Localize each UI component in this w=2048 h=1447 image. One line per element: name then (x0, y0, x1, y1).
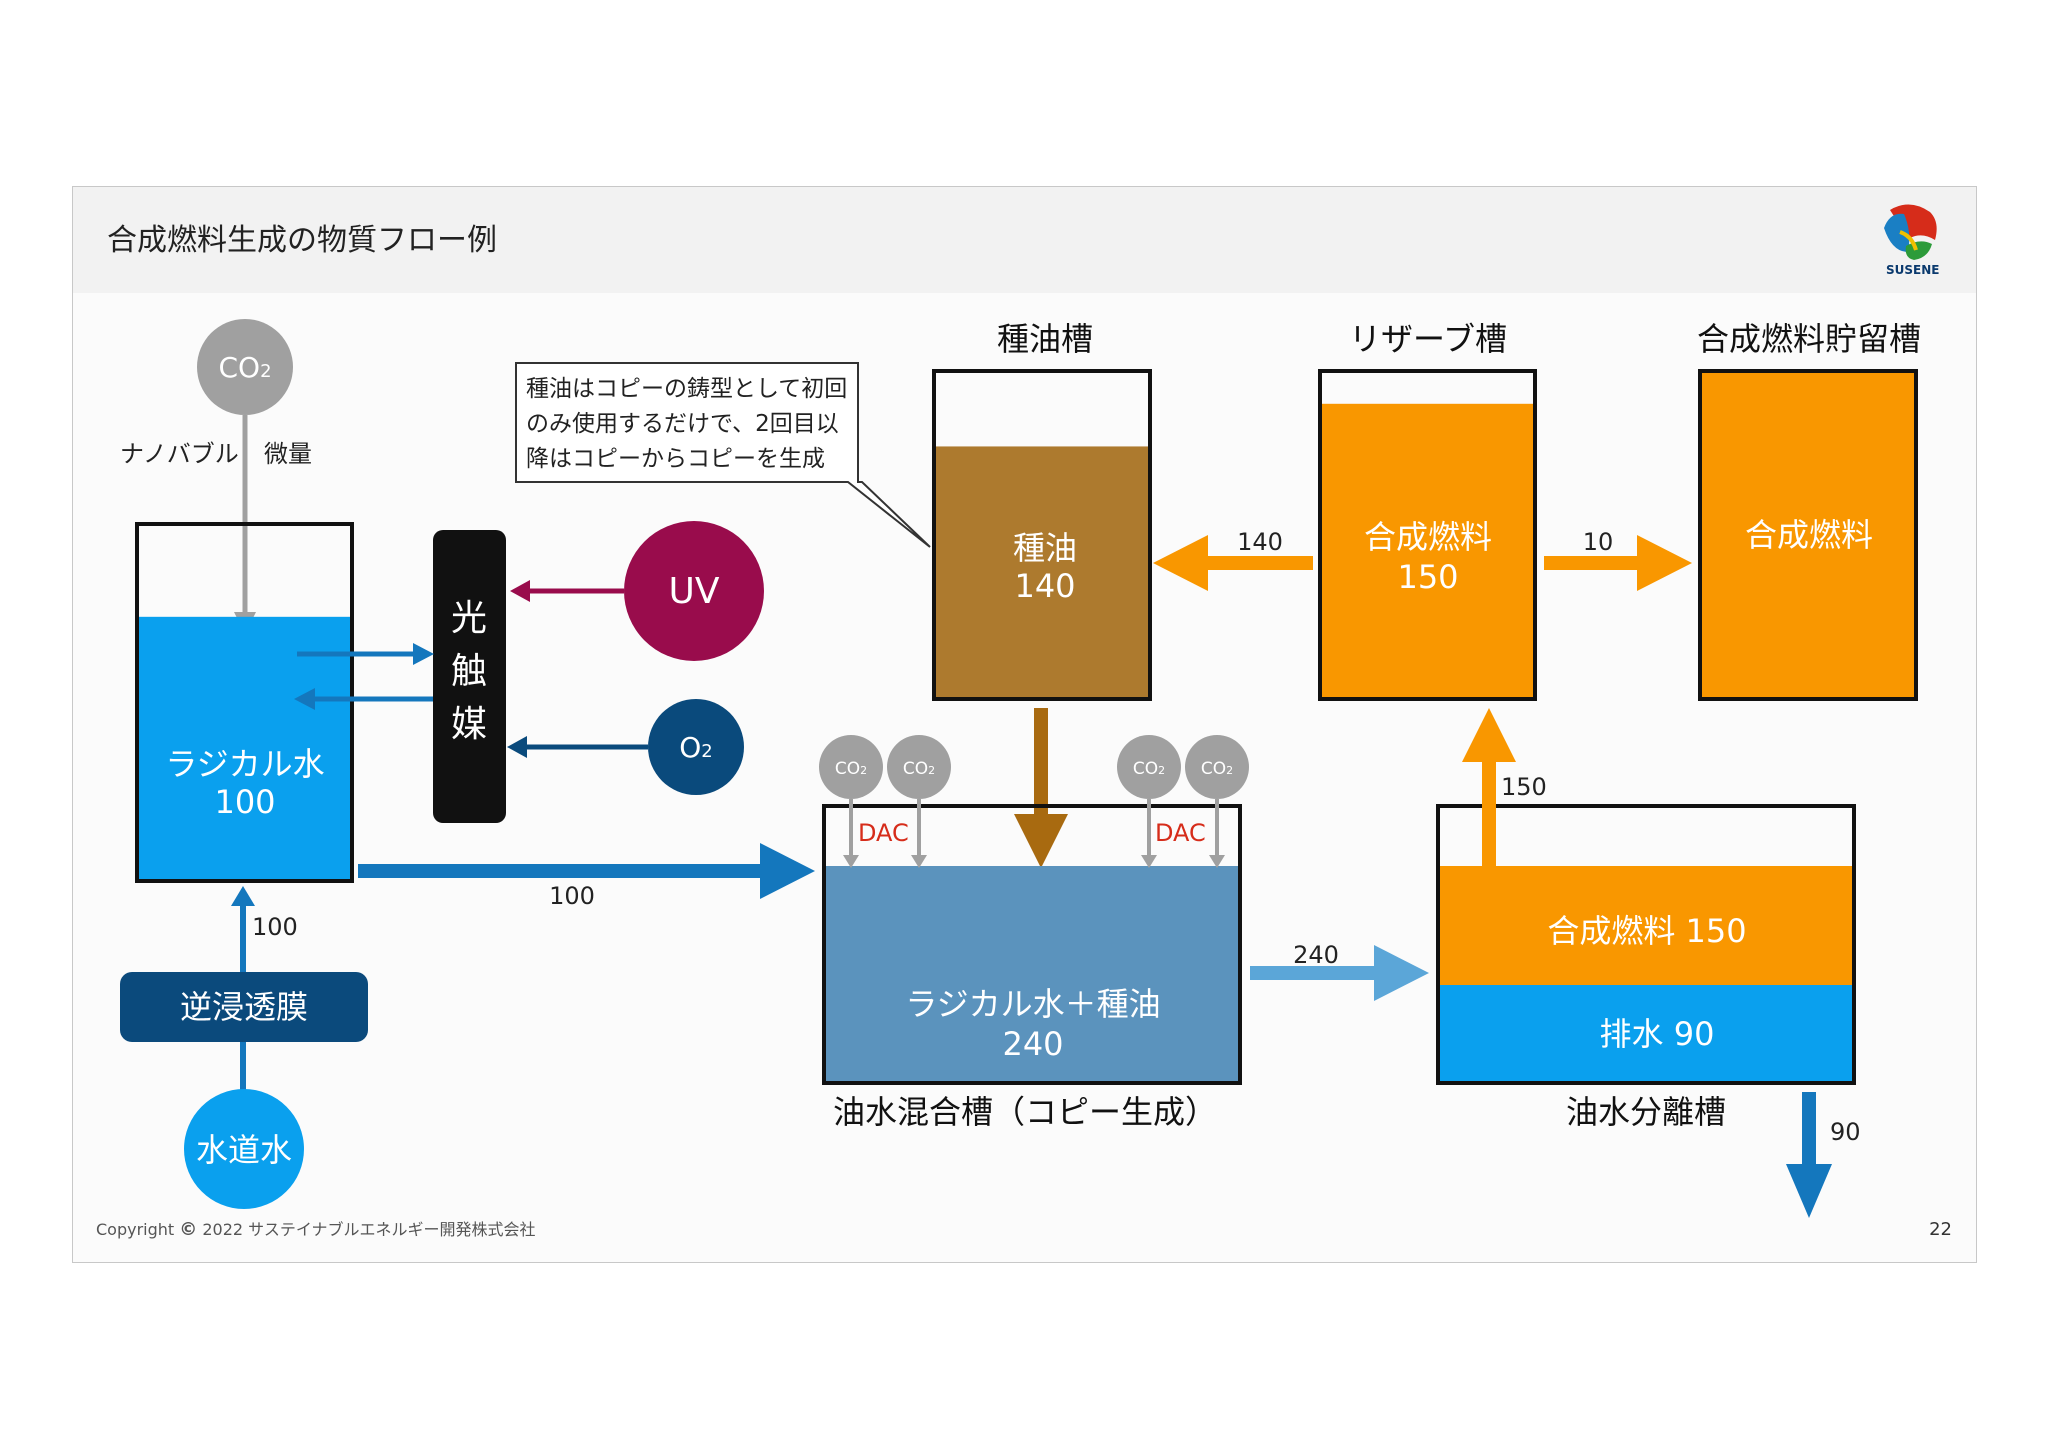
uv-arrowhead (510, 580, 530, 602)
mixing-fill (824, 866, 1240, 1083)
reverse-osmosis-box (120, 972, 368, 1042)
drain-out-value: 90 (1830, 1118, 1861, 1146)
dac-co2-label-4: CO2 (1201, 759, 1233, 779)
trace-amount-label: 微量 (264, 440, 312, 468)
storage-tank: 合成燃料 (1698, 369, 1918, 701)
susene-logo: SUSENE (1884, 204, 1939, 277)
slide-header (73, 187, 1976, 293)
tap-water-circle (184, 1089, 304, 1209)
radical-to-mixing-value: 100 (549, 882, 595, 910)
photocatalyst-char-2: 触 (451, 651, 487, 692)
mixing-tank-label: ラジカル水＋種油 (905, 985, 1160, 1023)
separation-drain-label: 排水 90 (1600, 1015, 1715, 1053)
seed-to-mixing-arrowhead (1014, 814, 1068, 868)
dac-group-left: CO2 CO2 DAC (819, 735, 951, 868)
photocatalyst-block (433, 530, 506, 823)
dac-co2-arrowhead-1 (843, 855, 859, 868)
dac-co2-arrowhead-3 (1141, 855, 1157, 868)
mixing-to-separation-arrowhead (1374, 945, 1429, 1001)
membrane-to-radical-value: 100 (252, 913, 298, 941)
page-number: 22 (1929, 1219, 1952, 1240)
callout-line-2: のみ使用するだけで、2回目以 (526, 411, 839, 437)
dac-co2-arrowhead-4 (1209, 855, 1225, 868)
mixing-tank-outline (822, 804, 1242, 1085)
storage-fuel-fill (1700, 371, 1916, 699)
seed-oil-tank: 種油 140 (932, 369, 1152, 701)
to-photocatalyst-arrowhead (413, 643, 434, 665)
storage-tank-outline (1698, 369, 1918, 701)
nanobubble-label: ナノバブル (120, 440, 239, 468)
radical-water-fill (137, 616, 352, 881)
o2-label: O2 (679, 731, 713, 764)
seed-tank-value: 140 (1014, 567, 1075, 605)
separation-tank: 合成燃料 150 排水 90 (1436, 804, 1856, 1085)
membrane-to-radical-arrowhead (231, 886, 255, 906)
seed-oil-fill (934, 446, 1150, 699)
reserve-tank-title: リザーブ槽 (1349, 320, 1507, 358)
dac-co2-label-2: CO2 (903, 759, 935, 779)
drain-out-arrowhead (1786, 1164, 1832, 1218)
radical-tank-label: ラジカル水 (165, 745, 324, 783)
mixing-tank-title: 油水混合槽（コピー生成） (833, 1093, 1217, 1131)
uv-circle (624, 521, 764, 661)
reserve-tank-label: 合成燃料 (1364, 518, 1492, 556)
co2-input-label: CO2 (218, 351, 271, 384)
logo-text: SUSENE (1886, 263, 1939, 277)
storage-tank-label: 合成燃料 (1745, 516, 1873, 554)
callout-bubble (515, 362, 931, 548)
uv-label: UV (669, 571, 720, 612)
reserve-tank: 合成燃料 150 (1318, 369, 1537, 701)
reserve-to-seed-arrowhead (1153, 535, 1208, 591)
dac-co2-circle-1 (819, 735, 883, 799)
mixing-tank-value: 240 (1002, 1025, 1063, 1063)
reserve-to-storage-arrowhead (1637, 535, 1692, 591)
reserve-tank-outline (1318, 369, 1537, 701)
reserve-to-storage-value: 10 (1583, 528, 1614, 556)
radical-tank-value: 100 (214, 783, 275, 821)
slide-title: 合成燃料生成の物質フロー例 (107, 223, 497, 258)
dac-label-left: DAC (858, 819, 909, 847)
seed-tank-outline (932, 369, 1152, 701)
dac-co2-label-3: CO2 (1133, 759, 1165, 779)
separation-fuel-fill (1438, 866, 1854, 985)
radical-tank-outline (135, 522, 354, 883)
seed-tank-title: 種油槽 (997, 320, 1093, 358)
co2-input-circle (197, 319, 293, 415)
separation-fuel-label: 合成燃料 150 (1547, 912, 1746, 950)
callout-line-3: 降はコピーからコピーを生成 (526, 446, 825, 472)
separation-tank-outline (1436, 804, 1856, 1085)
dac-co2-label-1: CO2 (835, 759, 867, 779)
separation-to-reserve-value: 150 (1501, 773, 1547, 801)
reserve-fuel-fill (1320, 403, 1535, 699)
dac-co2-circle-3 (1117, 735, 1181, 799)
radical-to-mixing-arrowhead (760, 843, 815, 899)
tap-water-label: 水道水 (196, 1131, 292, 1169)
reverse-osmosis-label: 逆浸透膜 (180, 988, 308, 1026)
dac-co2-circle-4 (1185, 735, 1249, 799)
separation-to-reserve-arrowhead (1462, 708, 1516, 762)
mixing-tank: ラジカル水＋種油 240 (822, 804, 1242, 1085)
storage-tank-title: 合成燃料貯留槽 (1697, 320, 1921, 358)
dac-co2-circle-2 (887, 735, 951, 799)
o2-arrowhead (507, 736, 527, 758)
separation-tank-title: 油水分離槽 (1566, 1093, 1726, 1131)
o2-circle (648, 699, 744, 795)
dac-co2-arrowhead-2 (911, 855, 927, 868)
callout-line-1: 種油はコピーの鋳型として初回 (526, 376, 847, 402)
radical-water-tank: ラジカル水 100 (135, 522, 354, 883)
mixing-to-separation-value: 240 (1293, 941, 1339, 969)
photocatalyst-char-3: 媒 (451, 704, 487, 745)
dac-label-right: DAC (1155, 819, 1206, 847)
dac-group-right: CO2 CO2 DAC (1117, 735, 1249, 868)
seed-tank-label: 種油 (1013, 529, 1077, 567)
photocatalyst-char-1: 光 (451, 598, 487, 639)
callout-note: 種油はコピーの鋳型として初回 のみ使用するだけで、2回目以 降はコピーからコピー… (515, 362, 931, 548)
copyright-text: Copyright © 2022 サステイナブルエネルギー開発株式会社 (96, 1219, 536, 1240)
reserve-to-seed-value: 140 (1237, 528, 1283, 556)
from-photocatalyst-arrowhead (294, 688, 315, 710)
reserve-tank-value: 150 (1397, 558, 1458, 596)
separation-drain-fill (1438, 985, 1854, 1083)
